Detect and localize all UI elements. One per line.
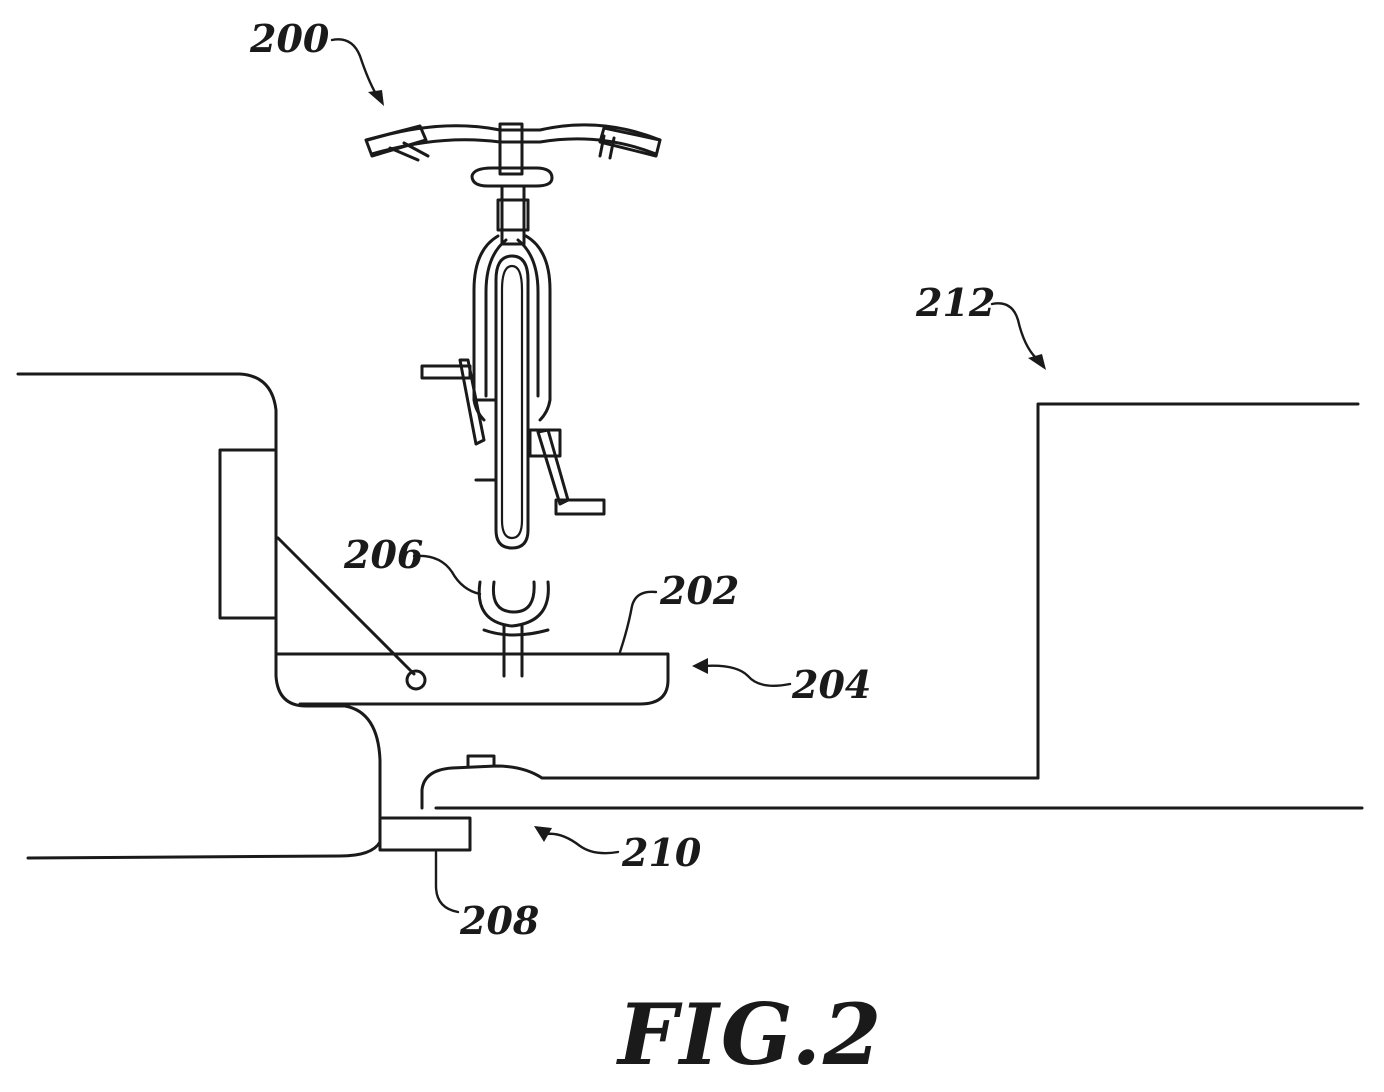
rack-pivot-pin [405,669,427,691]
label-202: 202 [659,568,739,613]
bicycle-fork-right-inner [516,238,540,398]
hitch-assembly [378,754,1364,852]
bicycle-left-brake-lever [388,141,430,162]
reference-numerals: 200 212 206 202 204 210 208 [249,16,995,943]
vehicle [16,372,382,860]
leader-210 [544,832,620,855]
bicycle-right-crank [536,428,570,506]
bicycle-chainring [474,398,498,482]
bicycle-fork-right [524,234,552,422]
arrow-200 [368,90,384,106]
label-200: 200 [249,16,330,61]
bicycle-right-crank-arm [528,428,562,458]
label-210: 210 [621,830,702,875]
vehicle-taillight [218,448,278,620]
trailer-coupler [420,764,1040,810]
bicycle-handlebar [366,123,662,142]
leader-200 [330,38,378,96]
label-204: 204 [791,662,871,707]
bicycle-fork-left-inner [484,238,508,398]
bicycle-saddle [470,166,554,188]
hitch-receiver [378,816,472,852]
label-212: 212 [915,280,995,325]
rack-support-strut [276,536,416,676]
leader-206 [412,554,482,596]
bicycle [364,122,662,550]
wheel-cradle-inner [491,580,536,614]
bicycle-tire-inner [500,264,524,540]
wheel-cradle [477,580,550,628]
label-208: 208 [459,898,539,943]
trailer-coupler-tab [466,754,496,768]
bicycle-left-grip [364,124,428,158]
arrow-210 [534,826,552,842]
wheel-cradle-base [482,628,550,637]
arrow-204 [692,658,708,674]
bicycle-head-tube [500,184,526,246]
leader-202 [618,590,658,654]
bicycle-head-tube-lower [496,198,530,232]
trailer [1036,402,1360,780]
leader-208 [434,850,460,914]
bicycle-tire-outer [494,254,530,550]
vehicle-body-outline [16,372,382,860]
bicycle-right-grip [598,126,662,158]
label-206: 206 [343,532,423,577]
rack-platform [274,652,670,706]
bike-rack [274,536,670,706]
trailer-outline [1036,402,1360,780]
bicycle-left-crank [458,358,486,446]
leader-212 [990,302,1038,360]
leader-204 [702,664,792,687]
bicycle-right-pedal [554,498,606,516]
bicycle-right-brake-lever [598,134,616,160]
bicycle-stem [498,122,524,176]
arrow-212 [1028,354,1046,370]
figure-caption: FIG.2 [616,985,883,1084]
leader-lines [330,38,1046,914]
bicycle-left-pedal [420,364,472,380]
